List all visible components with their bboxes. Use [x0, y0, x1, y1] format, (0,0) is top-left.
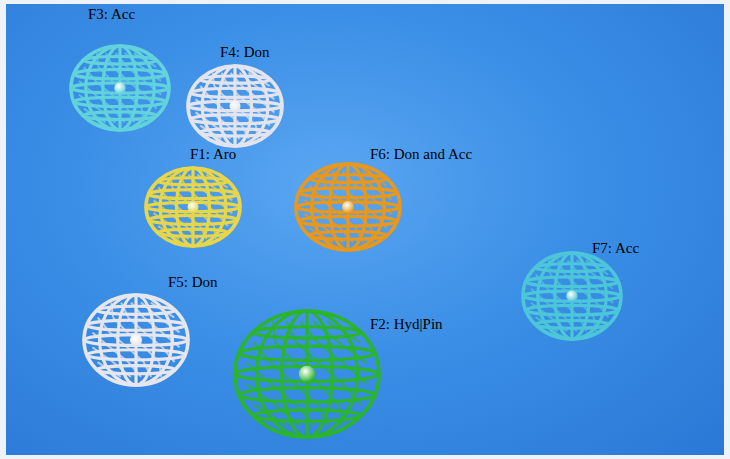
feature-label: F5: Don [168, 274, 218, 291]
feature-center [566, 290, 577, 301]
feature-center [114, 82, 125, 93]
feature-label: F4: Don [220, 44, 270, 61]
wireframe-sphere [68, 43, 172, 133]
wireframe-sphere [520, 250, 624, 342]
wire-mesh [71, 46, 169, 130]
feature-center [230, 101, 241, 112]
wire-mesh [188, 66, 282, 146]
wireframe-sphere [143, 165, 243, 249]
feature-center [130, 334, 142, 346]
wire-mesh [235, 311, 379, 437]
feature-label: F6: Don and Acc [370, 146, 472, 163]
feature-label: F2: Hyd|Pin [370, 316, 443, 333]
feature-center [299, 366, 316, 383]
wireframe-sphere [185, 63, 285, 149]
feature-center [342, 201, 354, 213]
wireframe-sphere [232, 308, 382, 440]
feature-label: F7: Acc [592, 240, 639, 257]
feature-center [188, 202, 199, 213]
wire-mesh [84, 295, 188, 385]
wireframe-sphere [293, 161, 403, 253]
wire-mesh [296, 164, 400, 250]
pharmacophore-sphere: F4: Don [185, 63, 285, 149]
pharmacophore-sphere: F2: Hyd|Pin [232, 308, 382, 440]
background: F3: AccF4: DonF1: AroF6: Don and AccF7: … [6, 4, 724, 455]
pharmacophore-sphere: F3: Acc [68, 43, 172, 133]
pharmacophore-sphere: F5: Don [81, 292, 191, 388]
wire-mesh [523, 253, 621, 339]
wire-mesh [146, 168, 240, 246]
pharmacophore-sphere: F6: Don and Acc [293, 161, 403, 253]
pharmacophore-sphere: F7: Acc [520, 250, 624, 342]
pharmacophore-sphere: F1: Aro [143, 165, 243, 249]
feature-label: F3: Acc [88, 6, 135, 23]
feature-label: F1: Aro [190, 146, 236, 163]
wireframe-sphere [81, 292, 191, 388]
